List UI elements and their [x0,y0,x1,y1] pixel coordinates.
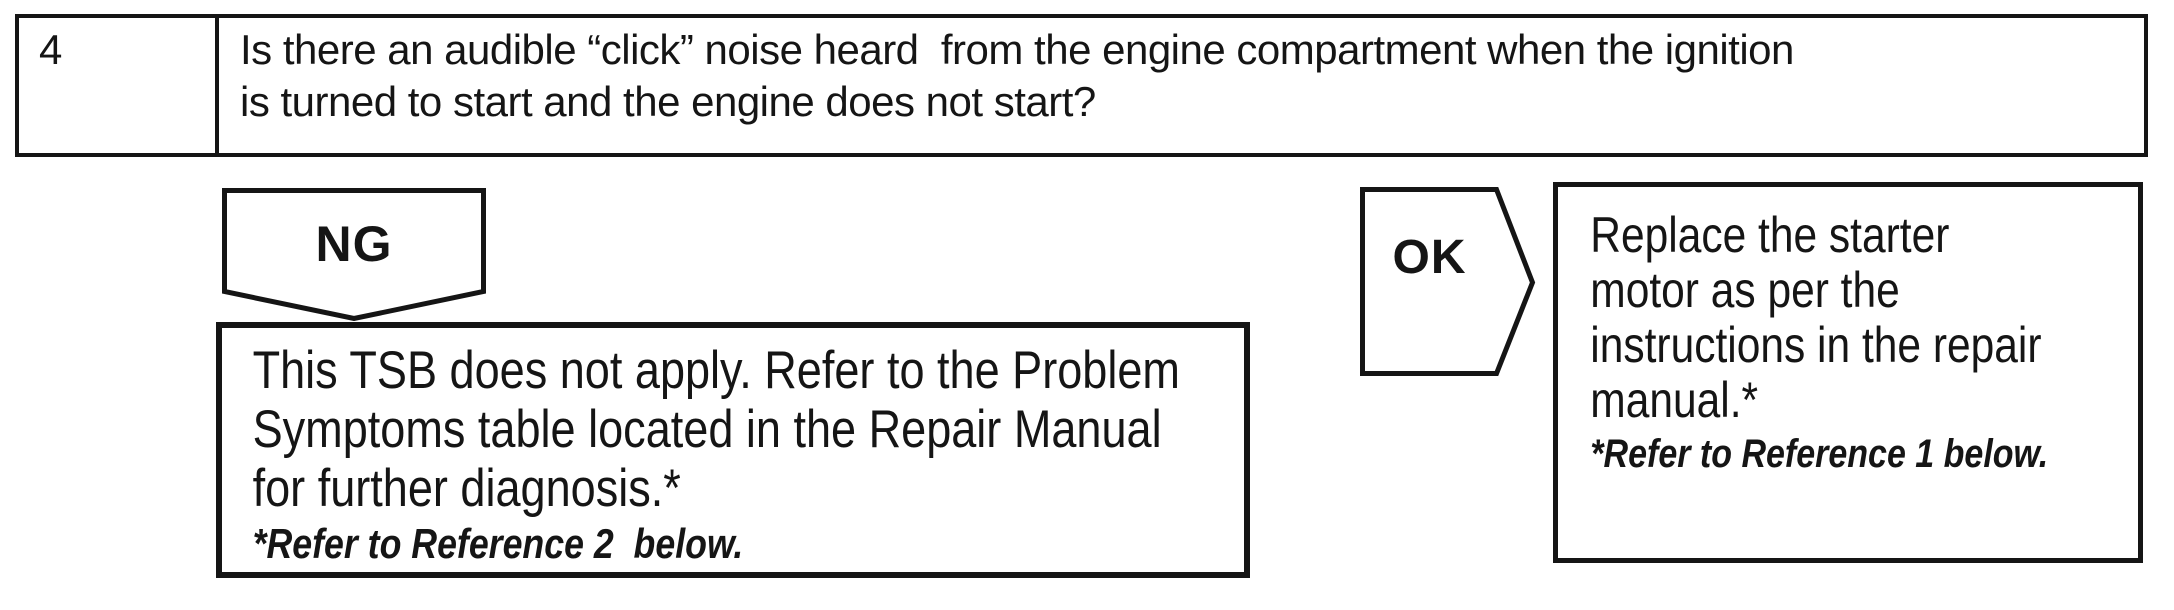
ng-result-line-1: This TSB does not apply. Refer to the Pr… [252,341,1180,400]
ng-label: NG [315,216,393,272]
ng-reference-note: *Refer to Reference 2 below. [252,520,744,567]
ok-result-line-4: manual.* [1590,372,1759,428]
ok-connector: OK [1360,187,1536,376]
ok-result-text: Replace the starter motor as per the ins… [1558,187,2167,480]
ng-pentagon-shape [222,188,486,321]
ok-result-line-2: motor as per the [1590,262,1900,318]
ok-pentagon-shape [1360,187,1536,376]
ng-result-box: This TSB does not apply. Refer to the Pr… [216,322,1250,578]
step-number: 4 [39,26,63,73]
question-cell: Is there an audible “click” noise heard … [219,18,2144,153]
question-line-2: is turned to start and the engine does n… [240,78,1096,125]
step-number-cell: 4 [19,18,219,153]
ok-label: OK [1392,231,1467,284]
question-line-1: Is there an audible “click” noise heard … [240,26,1794,73]
ng-result-line-2: Symptoms table located in the Repair Man… [252,400,1162,459]
ng-connector: NG [222,188,486,321]
ok-result-line-3: instructions in the repair [1590,317,2042,373]
ng-result-text: This TSB does not apply. Refer to the Pr… [222,328,1269,570]
ok-result-line-1: Replace the starter [1590,207,1950,263]
ng-result-line-3: for further diagnosis.* [252,459,681,518]
ok-reference-note: *Refer to Reference 1 below. [1590,432,2049,476]
ok-result-box: Replace the starter motor as per the ins… [1553,182,2143,563]
question-row: 4 Is there an audible “click” noise hear… [15,14,2148,157]
